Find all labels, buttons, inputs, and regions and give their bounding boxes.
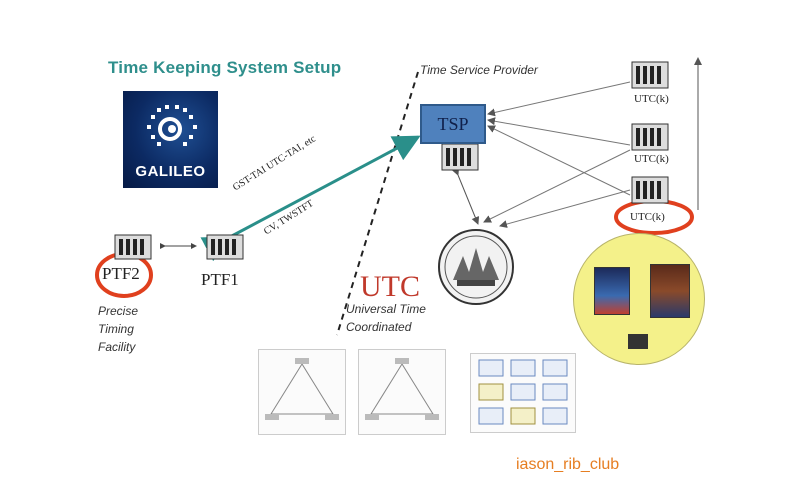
ptf2-label: PTF2: [102, 264, 140, 283]
triangle-diagram-thumb-1: [258, 349, 346, 435]
ptf-desc-line-3: Facility: [98, 340, 136, 354]
diagram-title: Time Keeping System Setup: [108, 58, 342, 77]
utc2-seal-arrow: [483, 149, 631, 223]
triangle-diagram-thumb-2: [358, 349, 446, 435]
utc3-tsp-arrow: [487, 125, 631, 196]
tsp-clock-icon: [441, 143, 479, 171]
ptf-description: Precise Timing Facility: [98, 302, 138, 356]
utck-label-3: UTC(k): [630, 211, 665, 223]
lab-photo-3: [628, 334, 648, 349]
galileo-logo-text: GALILEO: [135, 163, 206, 180]
tsp-provider-label: Time Service Provider: [420, 63, 538, 77]
ptf2-clock-icon: [114, 234, 152, 260]
lab-photo-2: [650, 264, 690, 318]
utc1-tsp-arrow: [487, 81, 631, 117]
utck-label-1: UTC(k): [634, 93, 669, 105]
bipm-seal-icon: [438, 229, 514, 305]
tsp-box: TSP: [420, 104, 486, 144]
network-diagram-thumb: [470, 353, 576, 433]
utc-desc-line2: Coordinated: [346, 320, 412, 334]
tsp-seal-arrow: [451, 167, 480, 225]
lab-photos-circle: [573, 233, 705, 365]
ptf-desc-line-1: Precise: [98, 304, 139, 318]
lab-photo-1: [594, 267, 630, 315]
watermark-text: iason_rib_club: [516, 456, 620, 473]
utc3-seal-arrow: [499, 189, 631, 228]
utc-big-label: UTC: [360, 270, 420, 303]
utc1-clock-icon: [631, 61, 669, 89]
ptf1-label: PTF1: [201, 270, 239, 289]
utc3-clock-icon: [631, 176, 669, 204]
ptf-desc-line-2: Timing: [98, 322, 134, 336]
utck-label-2: UTC(k): [634, 153, 669, 165]
galileo-stars-icon: [147, 105, 197, 146]
utc2-tsp-arrow: [487, 117, 631, 146]
utc-desc-line1: Universal Time: [346, 302, 426, 316]
ptf1-clock-icon: [206, 234, 244, 260]
utc2-clock-icon: [631, 123, 669, 151]
tsp-ptf1-link: [200, 135, 421, 262]
